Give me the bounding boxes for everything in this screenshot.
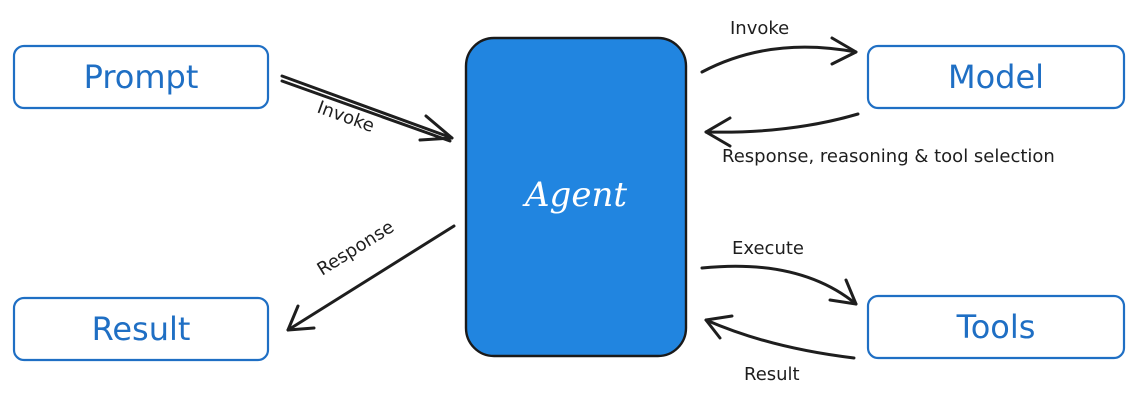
model-node: Model	[866, 44, 1126, 110]
prompt-to-agent-arrow	[280, 74, 454, 143]
agent-node-label: Agent	[522, 175, 627, 215]
tools-node: Tools	[866, 294, 1126, 360]
agent-node: Agent	[464, 36, 688, 358]
result-node-label: Result	[92, 310, 191, 348]
prompt-node-label: Prompt	[84, 58, 199, 96]
tools-to-agent-label: Result	[744, 364, 800, 385]
tools-to-agent-arrow	[704, 314, 856, 360]
model-node-label: Model	[948, 58, 1044, 96]
model-to-agent-arrow	[704, 112, 860, 148]
agent-to-result-arrow	[286, 224, 456, 332]
agent-to-tools-label: Execute	[732, 238, 804, 259]
agent-to-model-arrow	[700, 36, 858, 74]
result-node: Result	[12, 296, 270, 362]
agent-to-tools-arrow	[700, 264, 858, 306]
model-to-agent-label: Response, reasoning & tool selection	[722, 146, 1055, 167]
agent-to-model-label: Invoke	[730, 18, 789, 39]
prompt-node: Prompt	[12, 44, 270, 110]
tools-node-label: Tools	[956, 308, 1036, 346]
